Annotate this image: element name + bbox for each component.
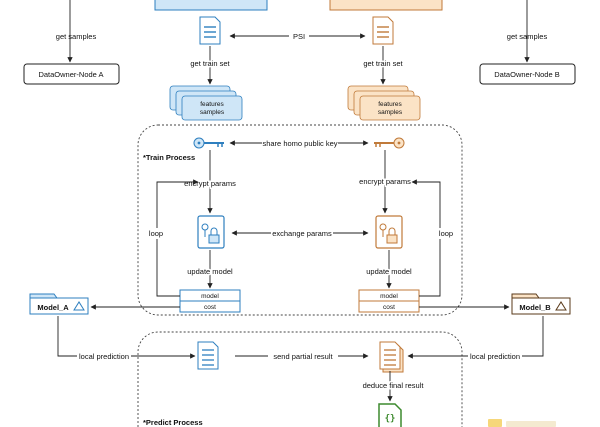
local-prediction-label-a: local prediction	[79, 352, 129, 361]
document-icon	[199, 16, 221, 45]
code-braces-icon: {}	[378, 403, 402, 427]
psi-label: PSI	[293, 32, 305, 41]
document-icon	[379, 341, 404, 373]
get-samples-label-b: get samples	[507, 32, 548, 41]
exchange-params-label-bg	[271, 227, 333, 238]
model-a-label: Model_A	[37, 303, 69, 312]
loop-label-bg-a	[146, 228, 166, 239]
train-process-label: *Train Process	[143, 153, 195, 162]
cost-label-b: cost	[383, 304, 395, 311]
local-prediction-label-bg-b	[468, 351, 522, 362]
top-box-b	[329, 0, 443, 11]
psi-label-bg	[289, 30, 309, 41]
local-prediction-label-bg-a	[77, 351, 131, 362]
features-samples-stack-b	[347, 85, 421, 121]
encrypt-params-label-b: encrypt params	[359, 177, 411, 186]
send-partial-label: send partial result	[273, 352, 333, 361]
watermark-mark	[488, 419, 502, 427]
predict-process-container	[137, 331, 463, 427]
dataowner-node-b-label: DataOwner-Node B	[494, 70, 559, 79]
model-b-box	[511, 293, 571, 315]
key-icon	[193, 137, 224, 149]
loop-label-b: loop	[439, 229, 453, 238]
exchange-params-label: exchange params	[272, 229, 332, 238]
model-label-a: model	[201, 293, 219, 300]
model-label-b: model	[380, 293, 398, 300]
get-train-set-label-a: get train set	[190, 59, 230, 68]
dataowner-node-a-label: DataOwner-Node A	[38, 70, 103, 79]
cost-cell-a	[179, 300, 241, 313]
predict-process-label: *Predict Process	[143, 418, 203, 427]
share-key-label: share homo public key	[262, 139, 337, 148]
document-icon	[372, 16, 394, 45]
features-label-b: features	[378, 101, 402, 108]
get-train-set-label-b: get train set	[363, 59, 403, 68]
watermark-mark	[506, 421, 556, 427]
model-a-box	[29, 293, 89, 315]
encrypt-params-label-a: encrypt params	[184, 179, 236, 188]
samples-label-a: samples	[200, 109, 225, 116]
edge-local-prediction-a	[57, 316, 196, 359]
lock-icon	[197, 215, 225, 249]
top-box-a	[154, 0, 268, 11]
loop-label-a: loop	[149, 229, 163, 238]
features-samples-stack-a	[169, 85, 243, 121]
edge-loop-b	[411, 179, 441, 297]
dataowner-node-b	[479, 63, 576, 85]
loop-label-bg-b	[436, 228, 456, 239]
update-model-label-a: update model	[187, 267, 233, 276]
get-samples-label-a: get samples	[56, 32, 97, 41]
triangle-icon	[73, 301, 85, 311]
samples-label-b: samples	[378, 109, 403, 116]
update-model-label-b: update model	[366, 267, 412, 276]
triangle-icon	[555, 301, 567, 311]
svg-text:{}: {}	[385, 414, 396, 424]
local-prediction-label-b: local prediction	[470, 352, 520, 361]
dataowner-node-a	[23, 63, 120, 85]
deduce-final-label: deduce final result	[363, 381, 425, 390]
document-icon	[197, 341, 219, 370]
train-process-container	[137, 124, 463, 316]
features-label-a: features	[200, 101, 224, 108]
key-icon	[374, 137, 405, 149]
cost-cell-b	[358, 300, 420, 313]
edge-local-prediction-b	[407, 316, 544, 359]
cost-label-a: cost	[204, 304, 216, 311]
send-partial-label-bg	[268, 350, 338, 361]
share-key-label-bg	[262, 137, 338, 148]
model-b-label: Model_B	[519, 303, 551, 312]
lock-icon	[375, 215, 403, 249]
